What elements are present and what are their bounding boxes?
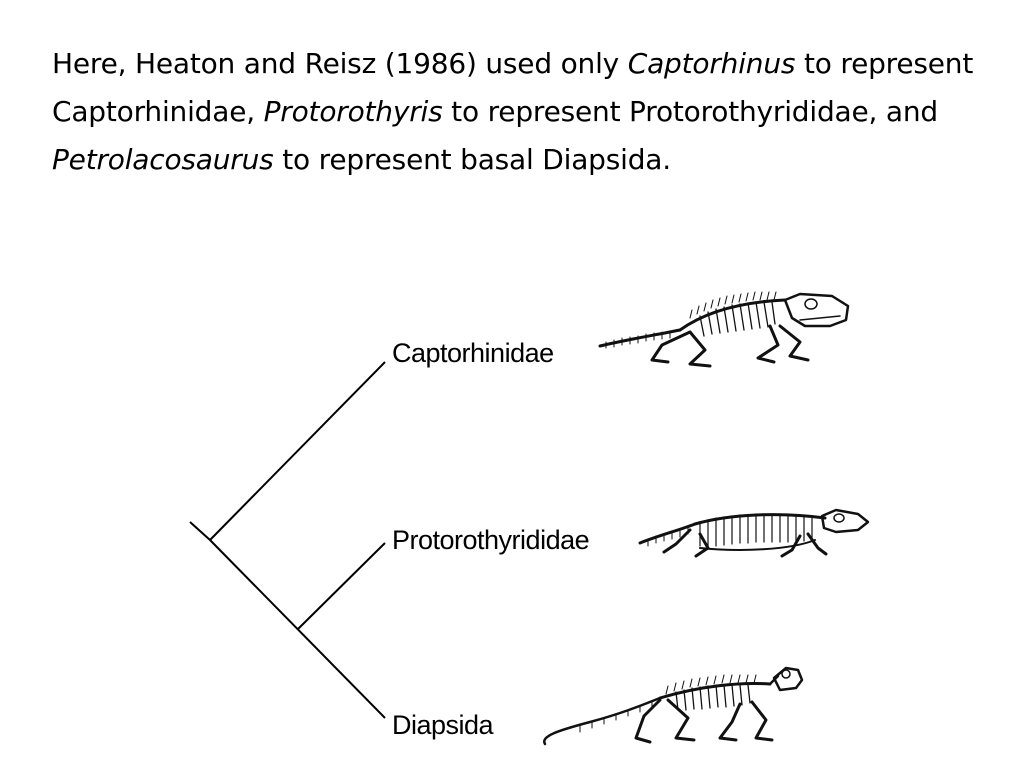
caption-text: to represent Protorothyrididae, and: [442, 95, 938, 128]
cladogram-branches: [189, 361, 386, 719]
taxon-label-diapsida: Diapsida: [392, 710, 495, 740]
protorothyris-skeleton-icon: [638, 508, 870, 558]
branch-captorhinidae: [209, 361, 386, 541]
branch-main: [209, 539, 386, 719]
genus-captorhinus: Captorhinus: [627, 47, 796, 80]
caption-text: Here, Heaton and Reisz (1986) used only: [52, 47, 628, 80]
caption-text: to represent basal Diapsida.: [273, 143, 671, 176]
caption-paragraph: Here, Heaton and Reisz (1986) used only …: [52, 40, 992, 184]
genus-protorothyris: Protorothyris: [263, 95, 443, 128]
taxon-label-captorhinidae: Captorhinidae: [392, 338, 554, 368]
captorhinus-skeleton-icon: [598, 291, 850, 368]
caption-text: to represent Captorhinidae,: [52, 47, 974, 128]
taxon-label-protorothyrididae: Protorothyrididae: [392, 525, 589, 555]
genus-petrolacosaurus: Petrolacosaurus: [52, 143, 274, 176]
root-stem: [189, 521, 211, 541]
petrolacosaurus-skeleton-icon: [543, 666, 804, 746]
branch-protorothyrididae: [297, 542, 386, 630]
